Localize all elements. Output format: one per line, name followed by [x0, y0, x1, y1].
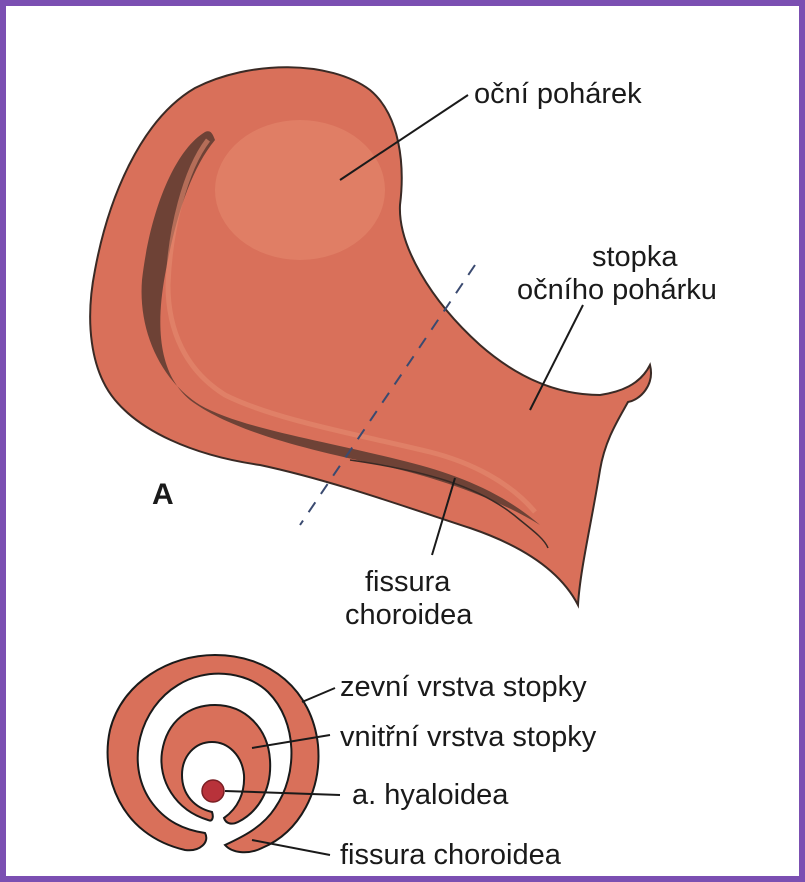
label-stalk-line1: stopka — [592, 240, 677, 274]
hyaloid-artery — [202, 780, 224, 802]
panel-letter-a: A — [152, 478, 174, 512]
leader-outer-layer — [302, 688, 335, 702]
label-artery: a. hyaloidea — [352, 778, 508, 812]
label-fissure-line1: fissura — [365, 565, 450, 599]
stalk-cross-section — [108, 655, 319, 852]
label-optic-cup: oční pohárek — [474, 77, 642, 111]
label-stalk-line2: očního pohárku — [517, 273, 717, 307]
inner-layer-ring — [161, 705, 270, 824]
label-inner-layer: vnitřní vrstva stopky — [340, 720, 596, 754]
label-fissure-cs: fissura choroidea — [340, 838, 561, 872]
cup-highlight — [215, 120, 385, 260]
label-outer-layer: zevní vrstva stopky — [340, 670, 587, 704]
label-fissure-line2: choroidea — [345, 598, 472, 632]
outer-layer-ring — [108, 655, 319, 852]
